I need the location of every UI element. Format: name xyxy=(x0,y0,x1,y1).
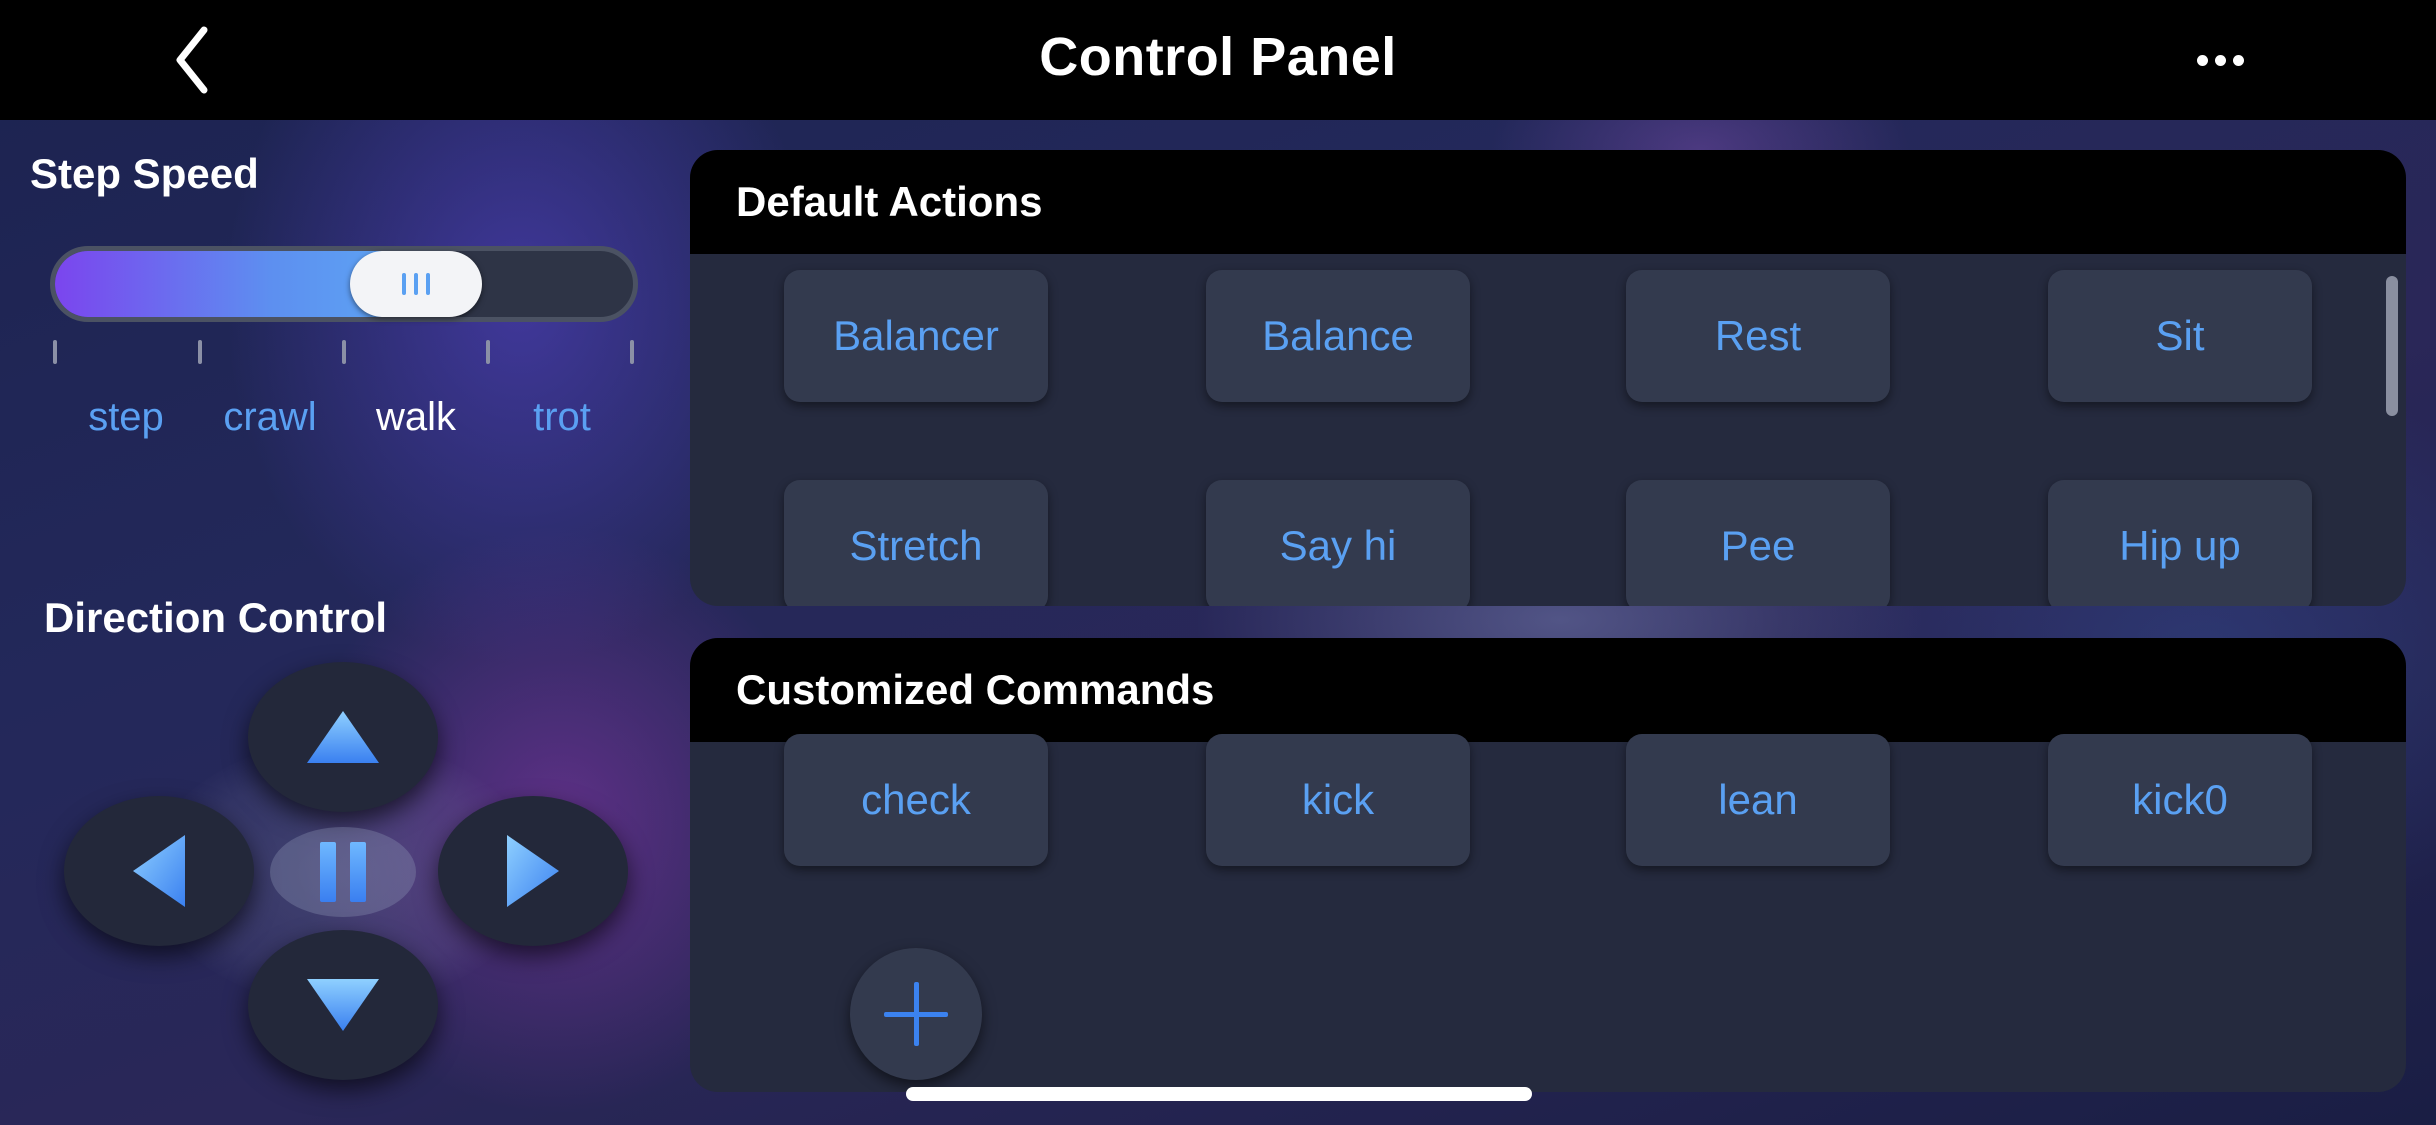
slider-tick xyxy=(342,340,346,364)
slider-tick xyxy=(630,340,634,364)
chevron-left-icon xyxy=(176,26,208,94)
action-hip-up-button[interactable]: Hip up xyxy=(2048,480,2312,606)
action-rest-button[interactable]: Rest xyxy=(1626,270,1890,402)
speed-option-trot[interactable]: trot xyxy=(533,395,591,439)
speed-option-walk[interactable]: walk xyxy=(375,395,457,439)
slider-thumb[interactable] xyxy=(350,251,482,317)
slider-tick xyxy=(53,340,57,364)
back-button[interactable] xyxy=(160,20,240,100)
command-check-button[interactable]: check xyxy=(784,734,1048,866)
pause-button[interactable] xyxy=(270,827,416,917)
right-button[interactable] xyxy=(438,796,628,946)
speed-option-step[interactable]: step xyxy=(88,395,164,439)
up-button[interactable] xyxy=(248,662,438,812)
step-speed-title: Step Speed xyxy=(30,150,259,197)
action-balancer-button[interactable]: Balancer xyxy=(784,270,1048,402)
slider-tick xyxy=(486,340,490,364)
ellipsis-icon xyxy=(2196,54,2208,66)
top-bar: Control Panel xyxy=(0,0,2436,120)
custom-commands-panel: Customized Commands check kick lean kick… xyxy=(690,638,2406,1092)
action-balance-button[interactable]: Balance xyxy=(1206,270,1470,402)
left-button[interactable] xyxy=(64,796,254,946)
custom-commands-title: Customized Commands xyxy=(690,638,2406,742)
down-button[interactable] xyxy=(248,930,438,1080)
home-indicator[interactable] xyxy=(906,1087,1532,1101)
action-say-hi-button[interactable]: Say hi xyxy=(1206,480,1470,606)
command-kick0-button[interactable]: kick0 xyxy=(2048,734,2312,866)
add-command-button[interactable] xyxy=(850,948,982,1080)
action-stretch-button[interactable]: Stretch xyxy=(784,480,1048,606)
step-speed-slider[interactable] xyxy=(50,246,638,322)
action-sit-button[interactable]: Sit xyxy=(2048,270,2312,402)
up-arrow-icon xyxy=(307,711,379,763)
left-arrow-icon xyxy=(133,835,185,907)
scrollbar[interactable] xyxy=(2386,276,2398,416)
pause-icon xyxy=(320,842,336,902)
page-title: Control Panel xyxy=(1039,27,1397,87)
down-arrow-icon xyxy=(307,979,379,1031)
default-actions-title: Default Actions xyxy=(690,150,2406,254)
speed-option-crawl[interactable]: crawl xyxy=(223,395,317,439)
right-arrow-icon xyxy=(507,835,559,907)
command-lean-button[interactable]: lean xyxy=(1626,734,1890,866)
default-actions-panel: Default Actions Balancer Balance Rest Si… xyxy=(690,150,2406,606)
more-button[interactable] xyxy=(2180,34,2260,86)
action-pee-button[interactable]: Pee xyxy=(1626,480,1890,606)
command-kick-button[interactable]: kick xyxy=(1206,734,1470,866)
slider-tick xyxy=(198,340,202,364)
direction-control-title: Direction Control xyxy=(44,594,387,641)
